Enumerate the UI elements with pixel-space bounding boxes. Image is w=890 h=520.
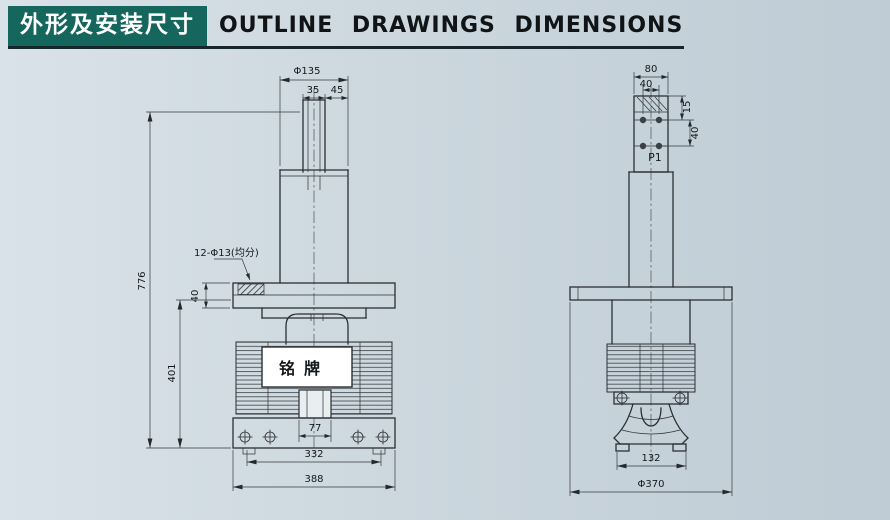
bolt-icon [672, 390, 688, 406]
side-bell-insulator [613, 403, 689, 452]
side-mounting-flange [569, 286, 733, 301]
front-mounting-flange [232, 282, 396, 319]
terminal-hole [639, 116, 647, 124]
dim-top-diameter: Φ135 [294, 66, 321, 77]
title-english: OUTLINE DRAWINGS DIMENSIONS [219, 13, 684, 39]
terminal-hole [655, 116, 663, 124]
dim-mounting-holes: 12-Φ13(均分) [194, 247, 259, 259]
front-view-drawing: 铭牌 Φ135 35 45 [137, 66, 396, 491]
bolt-icon [237, 429, 253, 445]
front-cover-dome [285, 313, 349, 345]
front-nameplate: 铭牌 [261, 346, 353, 388]
terminal-hole [655, 142, 663, 150]
bolt-icon [350, 429, 366, 445]
front-bottom-box [298, 389, 332, 419]
dim-bolt-span: 332 [304, 449, 323, 460]
side-body [606, 299, 696, 406]
bolt-icon [262, 429, 278, 445]
front-bushing-cylinder [279, 169, 349, 284]
dim-body-height: 401 [167, 363, 178, 382]
dim-overall-height: 776 [137, 271, 148, 290]
terminal-hole [639, 142, 647, 150]
front-dimensions: Φ135 35 45 12-Φ13(均分) 40 776 401 [137, 66, 396, 491]
dim-hole-pitch: 40 [690, 127, 701, 140]
dim-hole-offset-top: 15 [682, 101, 693, 114]
dim-side-base-width: 132 [641, 453, 660, 464]
dim-terminal-b: 45 [331, 85, 344, 96]
side-view-drawing: P1 [569, 64, 733, 496]
dim-flange-thickness: 40 [190, 290, 201, 303]
bolt-icon [614, 390, 630, 406]
dim-terminal-a: 35 [307, 85, 320, 96]
dim-base-width: 388 [304, 474, 323, 485]
bolt-icon [375, 429, 391, 445]
terminal-p1-label: P1 [648, 151, 662, 164]
nameplate-label: 铭牌 [279, 359, 329, 378]
page-header: 外形及安装尺寸 OUTLINE DRAWINGS DIMENSIONS [8, 6, 684, 49]
side-bushing-cylinder [628, 171, 674, 288]
side-dimensions: 80 40 15 40 132 Φ370 [569, 64, 733, 496]
title-chinese: 外形及安装尺寸 [8, 6, 207, 46]
dim-bottom-box-width: 77 [309, 423, 322, 434]
dim-hole-span: 40 [640, 79, 653, 90]
dim-flange-diameter: Φ370 [638, 479, 665, 490]
front-base-plate [232, 417, 396, 455]
front-terminal [302, 99, 326, 173]
dim-terminal-width: 80 [645, 64, 658, 75]
